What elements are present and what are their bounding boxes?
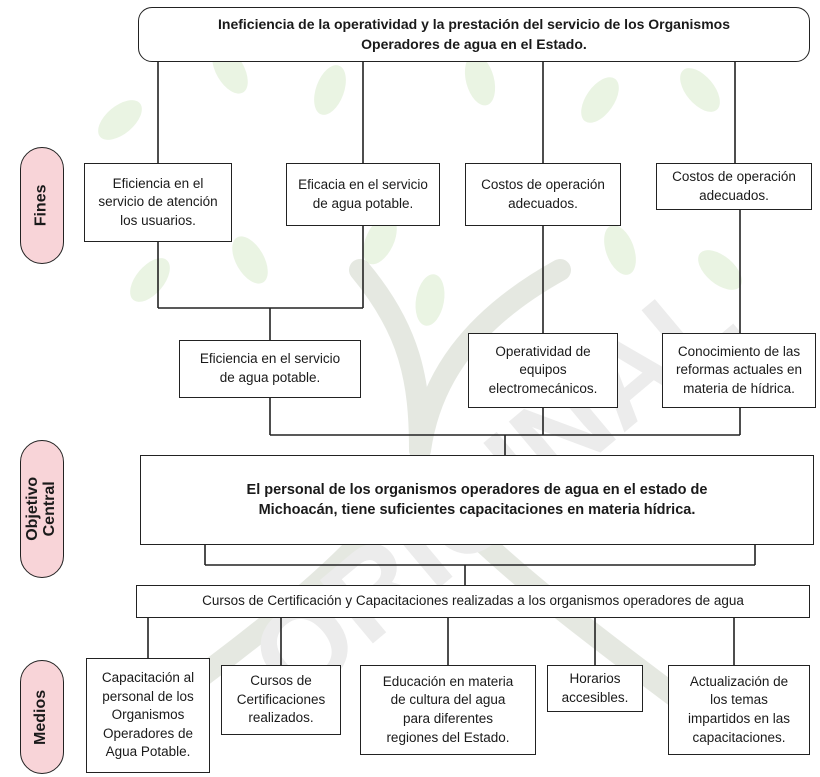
fin-text-1: Eficiencia en el servicio de atención lo…	[98, 175, 218, 228]
central-objective-text: El personal de los organismos operadores…	[246, 482, 708, 518]
side-label-fines-text: Fines	[32, 184, 50, 227]
medio-text-3: Educación en materia de cultura del agua…	[382, 673, 514, 745]
fin-lower-text-2: Operatividad de equipos electromecánicos…	[488, 343, 598, 396]
fin-text-4: Costos de operación adecuados.	[672, 168, 796, 203]
medio-text-4: Horarios accesibles.	[561, 670, 629, 705]
top-problem-text: Ineficiencia de la operatividad y la pre…	[218, 16, 730, 52]
component-box: Cursos de Certificación y Capacitaciones…	[136, 585, 810, 618]
fin-box-1: Eficiencia en el servicio de atención lo…	[84, 163, 232, 242]
fin-lower-text-1: Eficiencia en el servicio de agua potabl…	[199, 351, 341, 385]
medio-text-2: Cursos de Certificaciones realizados.	[236, 673, 326, 726]
medio-box-4: Horarios accesibles.	[547, 665, 643, 712]
fin-box-3: Costos de operación adecuados.	[465, 163, 621, 226]
side-label-fines: Fines	[20, 147, 64, 264]
medio-box-3: Educación en materia de cultura del agua…	[360, 665, 536, 755]
side-label-medios: Medios	[20, 660, 64, 774]
medio-box-1: Capacitación al personal de los Organism…	[86, 658, 210, 773]
top-problem-box: Ineficiencia de la operatividad y la pre…	[138, 7, 810, 62]
fin-lower-text-3: Conocimiento de las reformas actuales en…	[675, 343, 803, 396]
fin-box-4: Costos de operación adecuados.	[656, 163, 812, 210]
medio-box-5: Actualización de los temas impartidos en…	[668, 665, 810, 755]
fin-text-2: Eficacia en el servicio de agua potable.	[298, 176, 428, 211]
medio-box-2: Cursos de Certificaciones realizados.	[221, 665, 341, 735]
fin-lower-box-1: Eficiencia en el servicio de agua potabl…	[179, 340, 361, 398]
side-label-objetivo-central-text: Objetivo Central	[24, 476, 59, 542]
fin-lower-box-2: Operatividad de equipos electromecánicos…	[468, 333, 618, 408]
side-label-objetivo-central: Objetivo Central	[20, 440, 64, 578]
component-text: Cursos de Certificación y Capacitaciones…	[202, 593, 744, 609]
fin-lower-box-3: Conocimiento de las reformas actuales en…	[662, 333, 816, 408]
medio-text-5: Actualización de los temas impartidos en…	[687, 673, 791, 745]
central-objective-box: El personal de los organismos operadores…	[140, 455, 814, 545]
medio-text-1: Capacitación al personal de los Organism…	[101, 669, 195, 760]
side-label-medios-text: Medios	[32, 689, 50, 745]
fin-text-3: Costos de operación adecuados.	[481, 176, 605, 211]
fin-box-2: Eficacia en el servicio de agua potable.	[286, 163, 440, 226]
